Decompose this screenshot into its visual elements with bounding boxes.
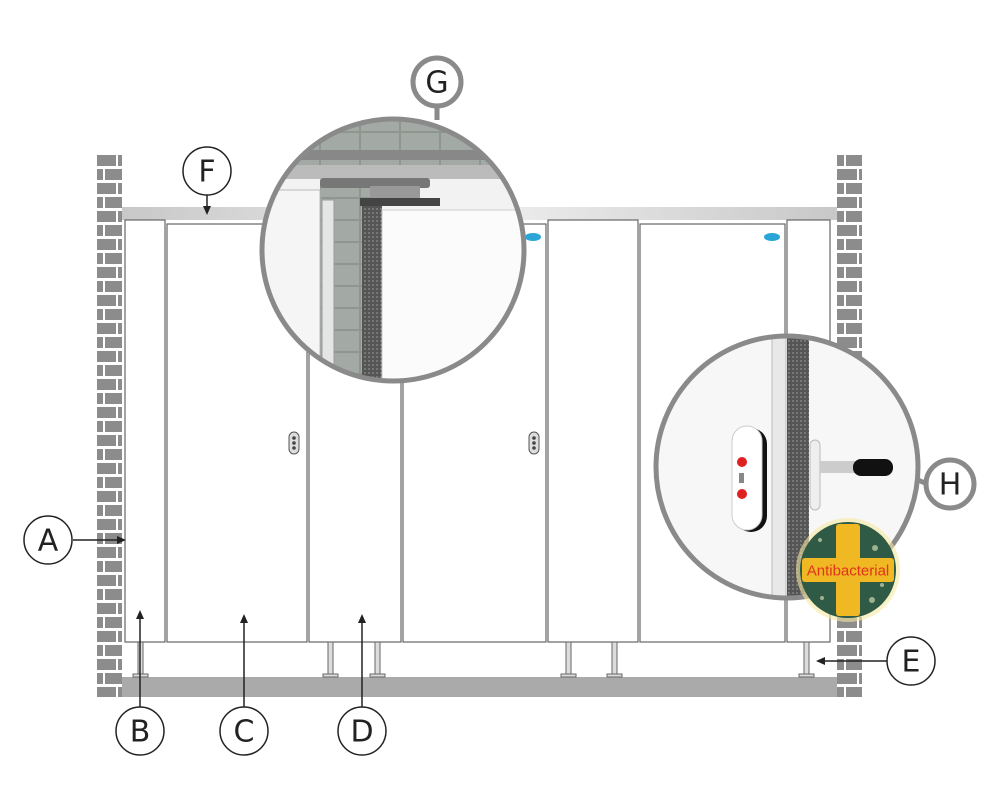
label-a: A — [23, 515, 73, 565]
label-f: F — [182, 146, 232, 196]
svg-text:B: B — [130, 715, 151, 750]
brand-logo — [525, 233, 541, 241]
occupied-indicator-icon — [737, 457, 747, 467]
label-d: D — [337, 706, 387, 756]
antibacterial-label: Antibacterial — [807, 563, 890, 580]
svg-text:H: H — [939, 468, 962, 503]
pilaster-b — [124, 219, 166, 643]
svg-text:G: G — [425, 66, 448, 101]
svg-text:C: C — [234, 715, 255, 750]
support-legs — [132, 641, 815, 678]
svg-text:F: F — [198, 155, 215, 190]
pilaster-3 — [547, 219, 639, 643]
occupied-indicator-icon — [737, 489, 747, 499]
svg-text:E: E — [902, 645, 921, 680]
floor — [122, 677, 837, 697]
door-lock-indicator — [528, 431, 540, 455]
label-g: G — [410, 55, 464, 109]
left-brick-wall — [97, 155, 122, 697]
door-lock-indicator — [288, 431, 300, 455]
svg-text:A: A — [38, 524, 59, 559]
label-h: H — [923, 457, 977, 511]
label-b: B — [115, 706, 165, 756]
label-e: E — [886, 636, 936, 686]
svg-text:D: D — [350, 715, 373, 750]
brand-logo — [764, 233, 780, 241]
antibacterial-badge: Antibacterial — [796, 518, 900, 622]
label-c: C — [219, 706, 269, 756]
